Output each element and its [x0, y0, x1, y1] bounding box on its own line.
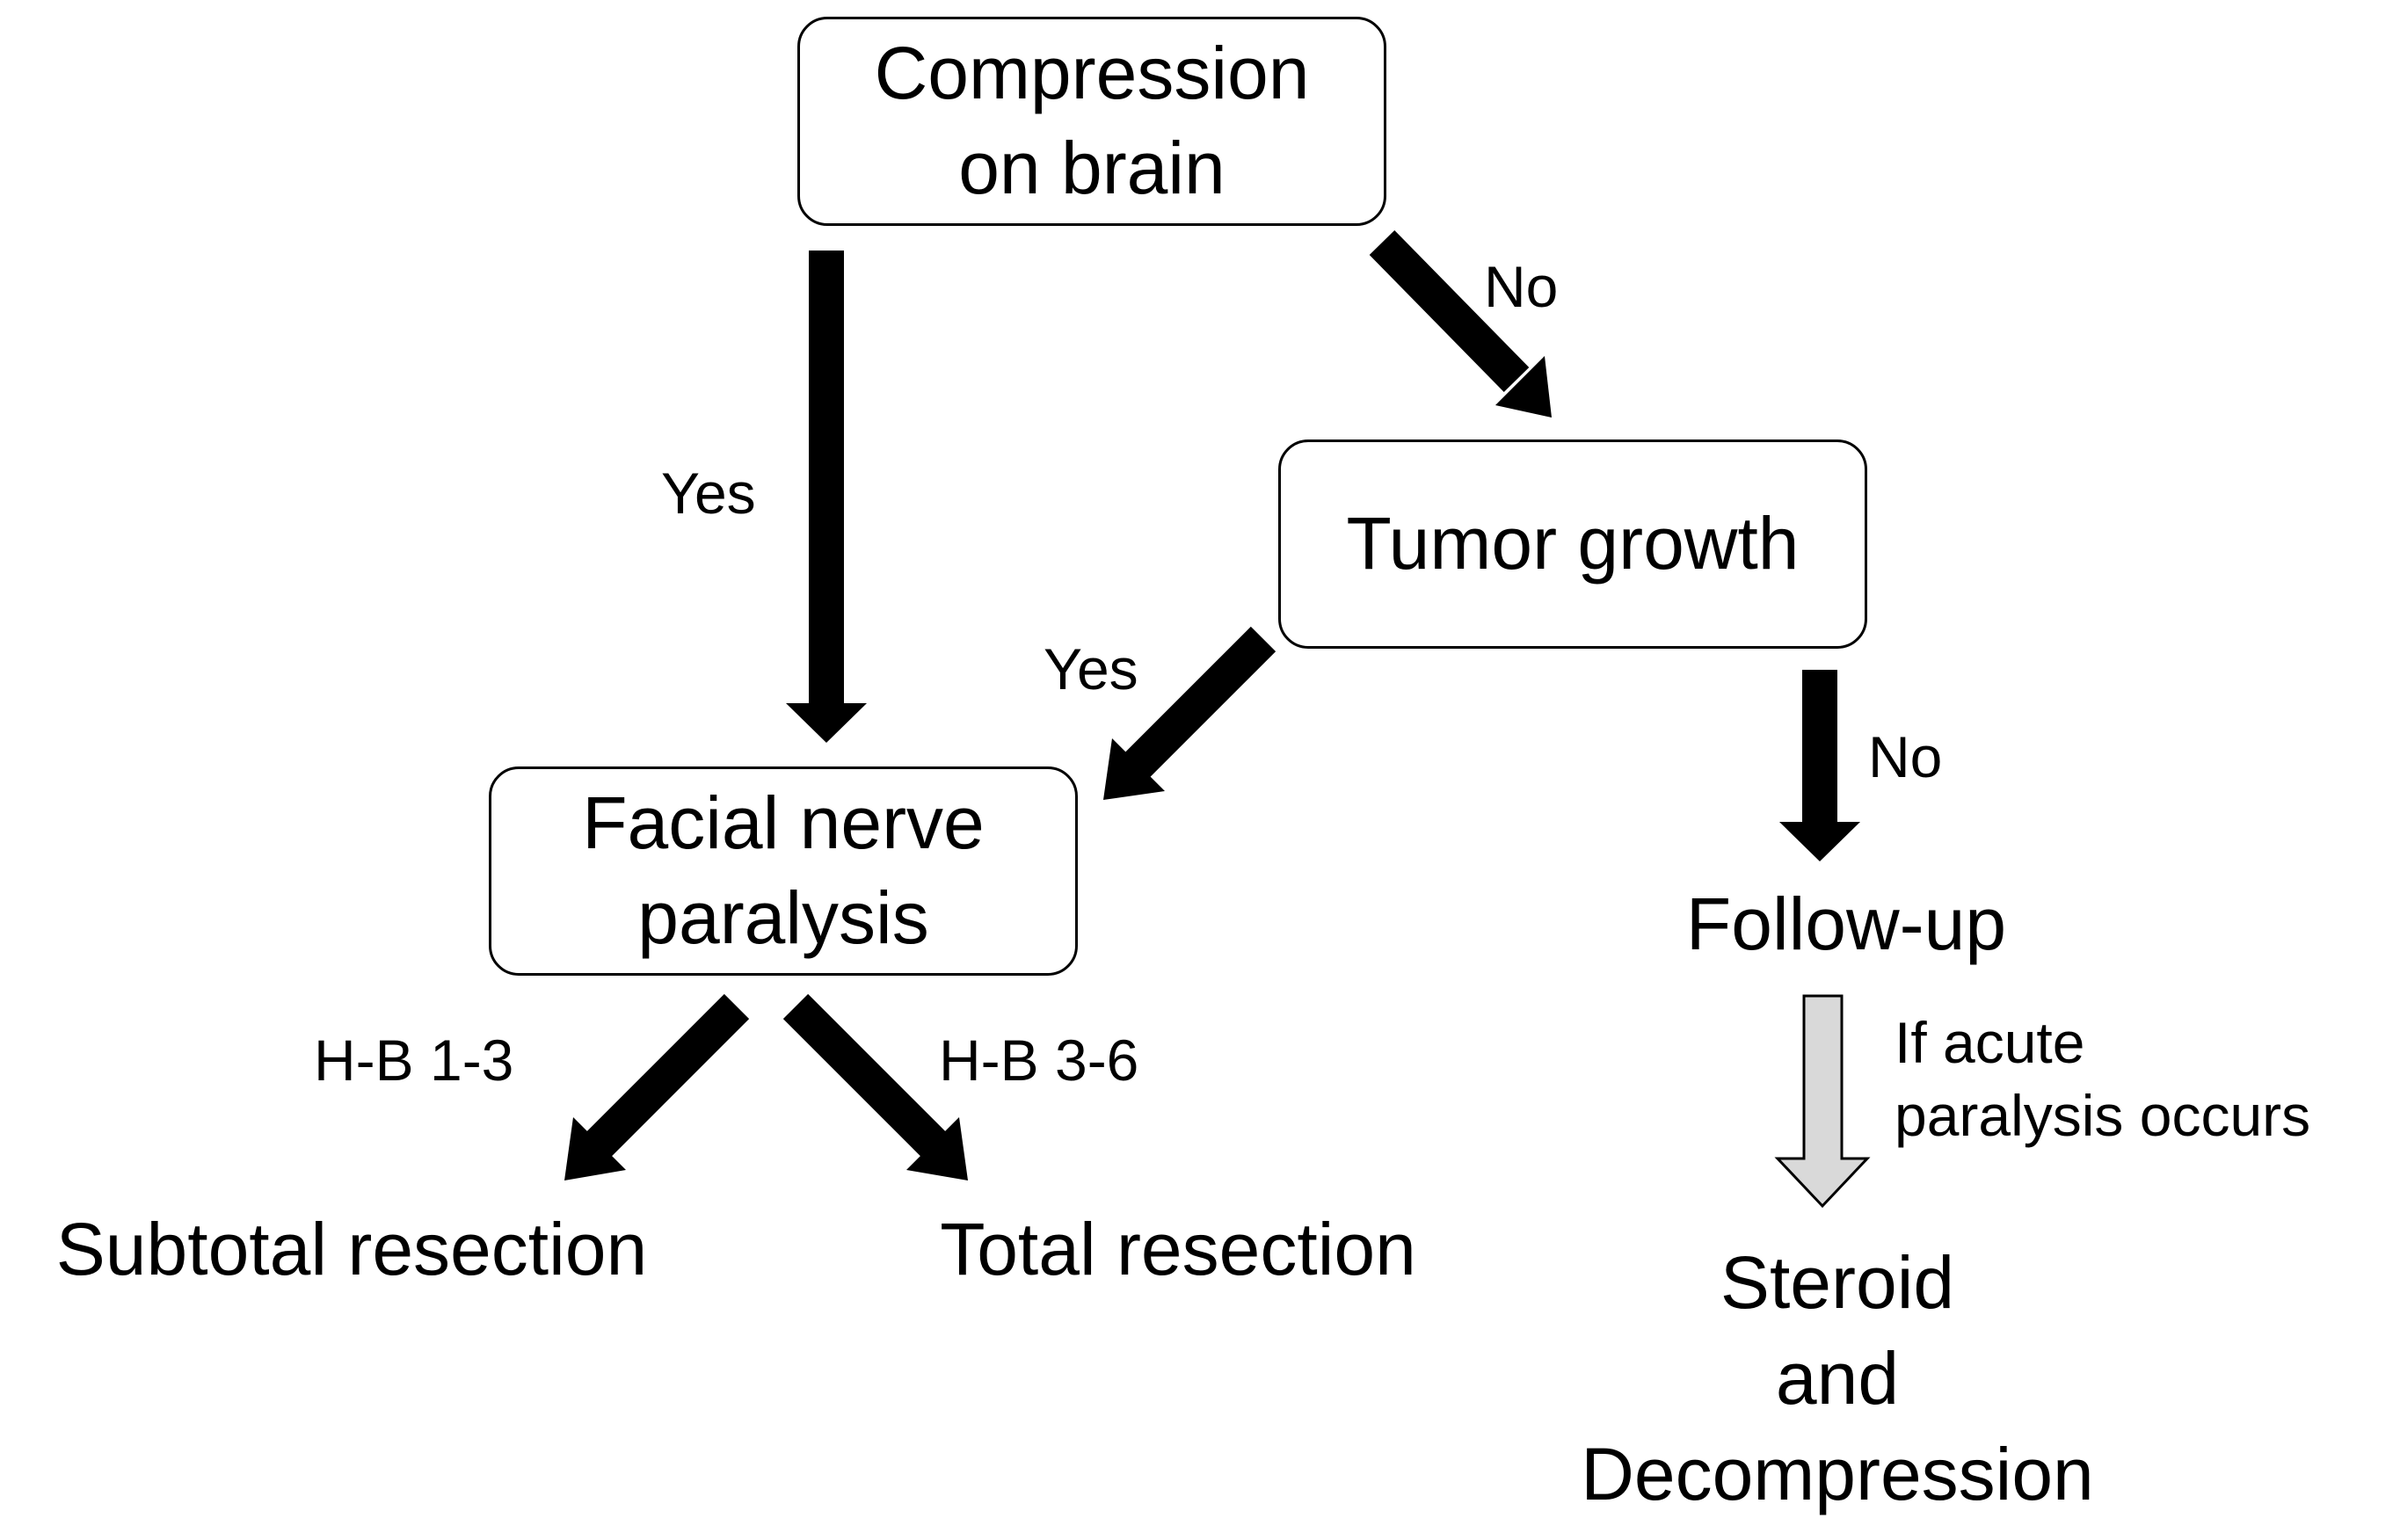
node-compression-on-brain: Compression on brain [797, 17, 1386, 226]
acute-line-2: paralysis occurs [1895, 1082, 2311, 1148]
edge-label-compression-no: No [1484, 254, 1559, 319]
facial-nerve-line-1: Facial nerve [582, 781, 985, 865]
compression-line-2: on brain [958, 127, 1225, 209]
steroid-line-1: Steroid [1720, 1241, 1955, 1324]
edge-label-compression-yes: Yes [661, 461, 756, 526]
acute-line-1: If acute [1895, 1010, 2085, 1075]
steroid-line-3: Decompression [1581, 1433, 2094, 1516]
node-follow-up: Follow-up [1582, 877, 2110, 972]
steroid-line-2: and [1775, 1337, 1900, 1420]
edge-label-tumor-no: No [1868, 724, 1943, 789]
arrow-tumor-to-follow-up [1779, 670, 1860, 861]
follow-up-label: Follow-up [1685, 883, 2007, 965]
tumor-growth-label: Tumor growth [1346, 502, 1800, 585]
arrow-facial-nerve-to-subtotal [564, 993, 750, 1180]
arrow-follow-up-to-steroid [1774, 994, 1871, 1209]
node-steroid-and-decompression: Steroid and Decompression [1530, 1235, 2145, 1523]
arrow-tumor-to-facial-nerve [1103, 626, 1276, 800]
edge-label-tumor-yes: Yes [1044, 636, 1138, 701]
node-total-resection: Total resection [879, 1202, 1477, 1297]
arrow-compression-to-facial-nerve [786, 251, 867, 743]
node-tumor-growth: Tumor growth [1278, 439, 1867, 649]
node-facial-nerve-paralysis: Facial nerve paralysis [489, 766, 1078, 976]
arrow-facial-nerve-to-total [782, 993, 968, 1180]
facial-nerve-line-2: paralysis [637, 876, 929, 959]
edge-label-acute-paralysis: If acute paralysis occurs [1895, 1006, 2310, 1151]
edge-label-hb-3-6: H-B 3-6 [939, 1028, 1139, 1093]
arrow-compression-to-tumor-growth [1369, 229, 1552, 418]
node-subtotal-resection: Subtotal resection [9, 1202, 695, 1297]
edge-label-hb-1-3: H-B 1-3 [314, 1028, 514, 1093]
total-resection-label: Total resection [940, 1208, 1416, 1290]
subtotal-resection-label: Subtotal resection [55, 1208, 648, 1290]
compression-line-1: Compression [874, 32, 1310, 115]
